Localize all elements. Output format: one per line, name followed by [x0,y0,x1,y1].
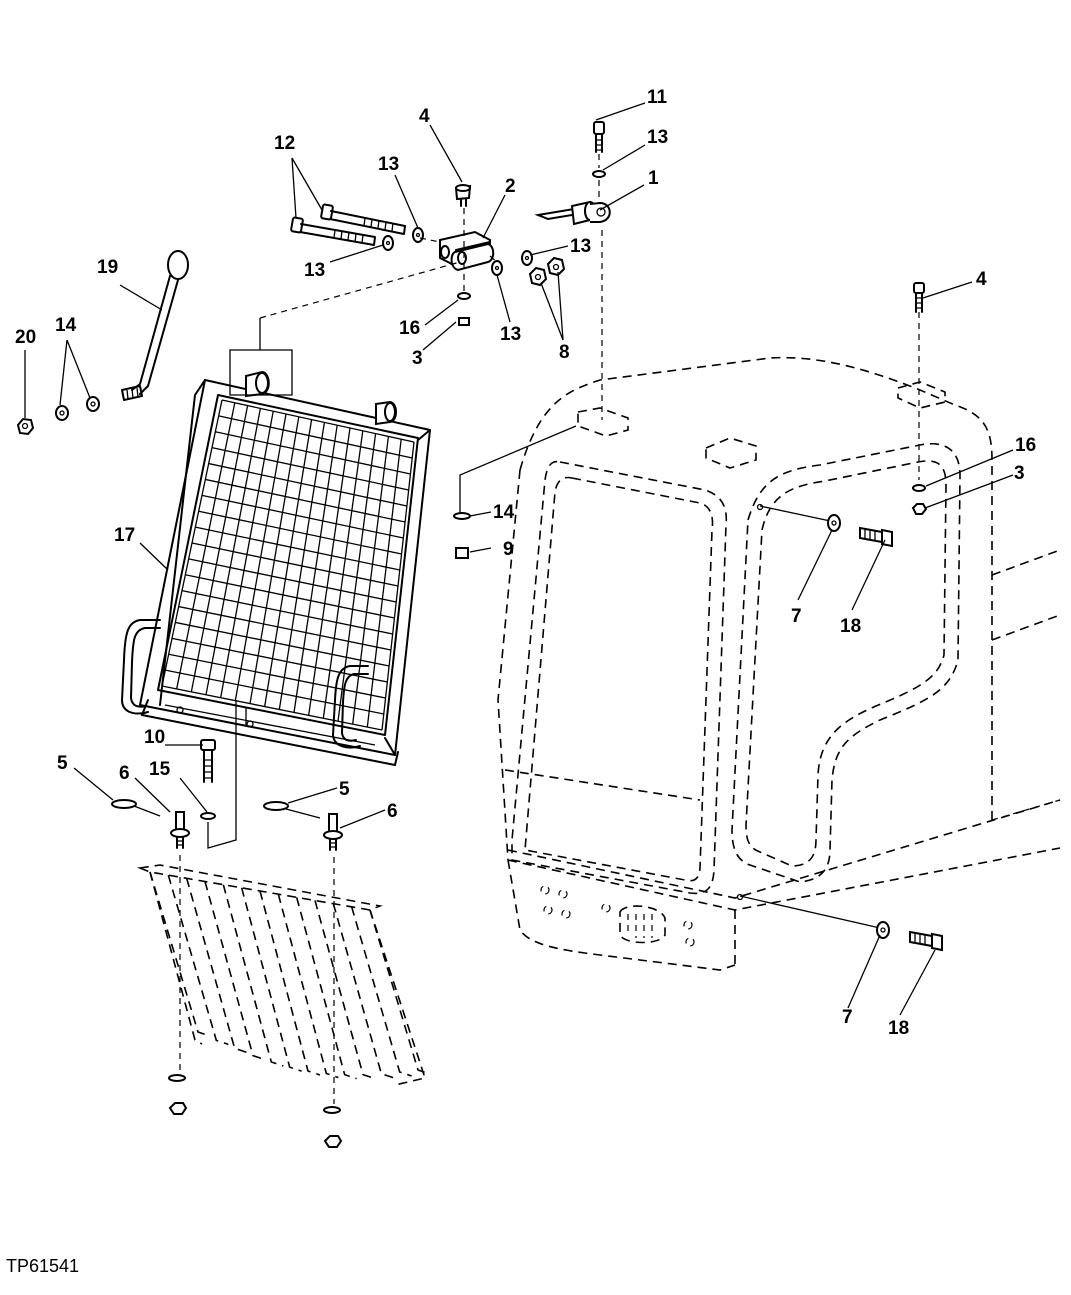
bolt-12-upper [320,203,406,235]
mesh-wire-horizontal [165,669,384,715]
mesh-wire-horizontal [185,574,395,619]
mesh-wire-horizontal [208,462,408,507]
mesh-wire-horizontal [181,590,393,635]
callout-20: 20 [15,327,36,348]
callout-5: 5 [339,779,350,800]
callout-13: 13 [378,154,399,175]
cab-outline [497,356,1061,971]
flap-strip [259,890,321,1076]
callout-10: 10 [144,727,165,748]
callout-5: 5 [57,753,68,774]
mesh-wire-horizontal [171,637,388,683]
mesh-wire-horizontal [201,494,404,539]
callout-17: 17 [114,525,135,546]
callout-4: 4 [976,269,987,290]
callout-15: 15 [149,759,171,780]
callout-11: 11 [647,87,668,108]
mesh-wire-horizontal [191,542,399,587]
mesh-wire-horizontal [218,415,413,459]
callout-4: 4 [419,106,430,127]
leader-lines [24,102,1014,1016]
mesh-wire-horizontal [211,447,409,491]
hinge-assembly [229,121,611,515]
mesh-wire-horizontal [175,621,390,667]
mesh-wire-horizontal [221,399,415,443]
lower-hardware [111,700,343,1148]
callout-16: 16 [399,318,420,339]
mesh-wire-horizontal [205,478,406,523]
flap-strip [167,874,229,1046]
callout-13: 13 [647,127,668,148]
callout-8: 8 [559,342,570,363]
mesh-wire-horizontal [188,558,397,603]
callout-1: 1 [648,168,659,189]
callout-labels: 1 2 3 3 4 4 5 5 6 6 7 7 8 9 10 11 12 13 … [15,87,1036,1039]
mesh-wire-horizontal [198,510,402,555]
callout-13: 13 [500,324,521,345]
callout-2: 2 [505,176,516,197]
guard-mesh [161,399,415,731]
callout-13: 13 [304,260,325,281]
front-guard [121,370,431,766]
callout-6: 6 [387,801,398,822]
flap-strip [332,903,394,1079]
flap-strip [369,909,431,1075]
callout-18: 18 [840,616,861,637]
mesh-wire-horizontal [178,605,392,651]
callout-14: 14 [55,315,77,336]
flap-strip [240,887,302,1072]
callout-7: 7 [842,1007,853,1028]
mesh-wire-horizontal [215,431,411,475]
flap-strip [295,897,357,1080]
callout-13: 13 [570,236,591,257]
callout-6: 6 [119,763,130,784]
flap-strip [204,881,266,1061]
callout-7: 7 [791,606,802,627]
callout-3: 3 [1014,463,1025,484]
support-rod [16,250,189,436]
rubber-flap [136,864,431,1086]
flap-strip [149,871,211,1037]
callout-12: 12 [274,133,295,154]
callout-9: 9 [503,539,514,560]
flap-strip [314,900,376,1080]
mesh-wire-horizontal [161,685,383,731]
flap-strip [350,906,412,1077]
mesh-wire-horizontal [195,526,400,571]
callout-3: 3 [412,348,423,369]
callout-19: 19 [97,257,118,278]
guard-top-bushings [245,370,397,426]
flap-strip [277,893,339,1079]
mesh-wire-horizontal [168,653,386,699]
callout-18: 18 [888,1018,909,1039]
callout-16: 16 [1015,435,1036,456]
flap-strip [222,884,284,1067]
figure-id: TP61541 [6,1256,79,1276]
cab-hardware [453,282,943,952]
bolt-12-lower [290,216,376,246]
flap-strip [185,878,247,1054]
callout-14: 14 [493,502,515,523]
cab-front-holes [540,885,695,947]
